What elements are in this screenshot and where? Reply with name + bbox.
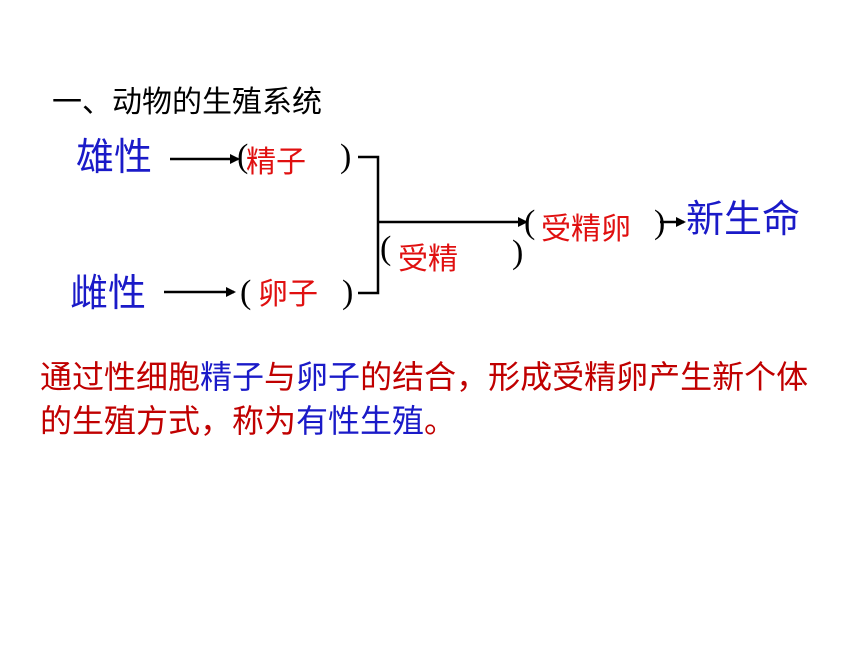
- sperm-label: 精子: [246, 145, 306, 180]
- egg-label: 卵子: [258, 277, 318, 312]
- new-life-label: 新生命: [686, 197, 801, 241]
- sperm-paren-open: (: [237, 138, 249, 175]
- definition-paragraph: 通过性细胞精子与卵子的结合，形成受精卵产生新个体的生殖方式，称为有性生殖。: [40, 355, 830, 443]
- male-label: 雄性: [76, 135, 153, 179]
- para-text-4: 。: [424, 402, 457, 440]
- para-highlight-egg: 卵子: [296, 358, 361, 396]
- egg-paren-close: ): [342, 274, 354, 311]
- fertilization-label: 受精: [398, 242, 458, 277]
- para-text-2: 与: [264, 358, 297, 396]
- fertilization-paren-open: (: [380, 230, 392, 267]
- fertilized-egg-paren-close: ): [654, 204, 666, 241]
- fertilized-egg-paren-open: (: [524, 204, 536, 241]
- para-highlight-sperm: 精子: [200, 358, 265, 396]
- sperm-paren-close: ): [340, 138, 352, 175]
- para-text-3: 的结合，形成受精卵产生新个体的生殖方式，称为: [40, 358, 809, 440]
- para-highlight-sexual-reproduction: 有性生殖: [296, 402, 425, 440]
- section-title: 一、动物的生殖系统: [52, 85, 322, 120]
- egg-paren-open: (: [240, 274, 252, 311]
- female-label: 雌性: [70, 271, 147, 315]
- para-text-1: 通过性细胞: [40, 358, 201, 396]
- fertilized-egg-label: 受精卵: [541, 212, 631, 247]
- merge-bracket: [358, 155, 380, 295]
- fertilization-paren-close: ): [512, 234, 524, 271]
